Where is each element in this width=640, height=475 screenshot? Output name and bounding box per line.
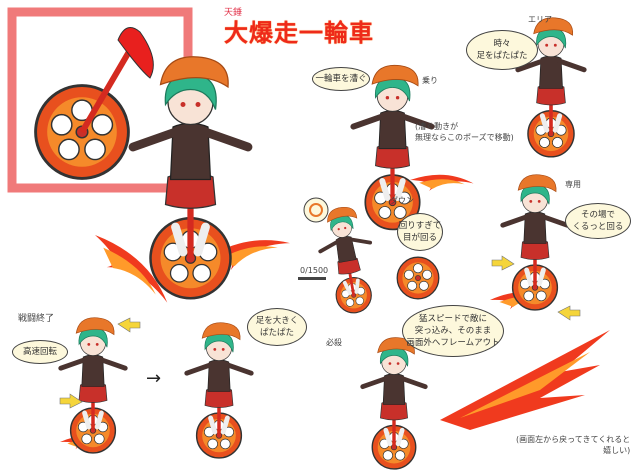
label-exclusive: 専用: [565, 180, 581, 189]
unicycle-icon-box: [7, 7, 193, 193]
page-title: 大爆走一輪車: [224, 19, 374, 47]
note-ride: (漕ぐ動きが 無理ならこのポーズで移動): [415, 122, 514, 142]
bubble-kick: 足を大きく ぱたぱた: [247, 308, 307, 346]
bubble-battle-end: 高速回転: [12, 340, 68, 364]
bubble-pedal: 一輪車を漕ぐ: [312, 67, 370, 91]
label-down: ダウン: [390, 196, 414, 205]
arrow: →: [146, 368, 162, 389]
counter: 0/1500: [300, 266, 329, 275]
bubble-special: 猛スピードで敵に 突っ込み、そのまま 画面外へフレームアウト: [402, 305, 504, 357]
bubble-down: 回りすぎて 目が回る: [397, 213, 443, 251]
speed-lines: [440, 330, 610, 430]
label-battle-end: 戦闘終了: [18, 314, 55, 324]
label-ride: 乗り: [422, 76, 438, 85]
bubble-exclusive: その場で くるっと回る: [565, 203, 631, 239]
note-return: (画面左から戻ってきてくれると 嬉しい): [516, 435, 631, 455]
bubble-area: 時々 足をぱたぱた: [466, 30, 538, 70]
subtitle: 天錘: [224, 8, 243, 18]
label-area: エリア: [528, 15, 552, 24]
label-special: 必殺: [326, 338, 342, 347]
